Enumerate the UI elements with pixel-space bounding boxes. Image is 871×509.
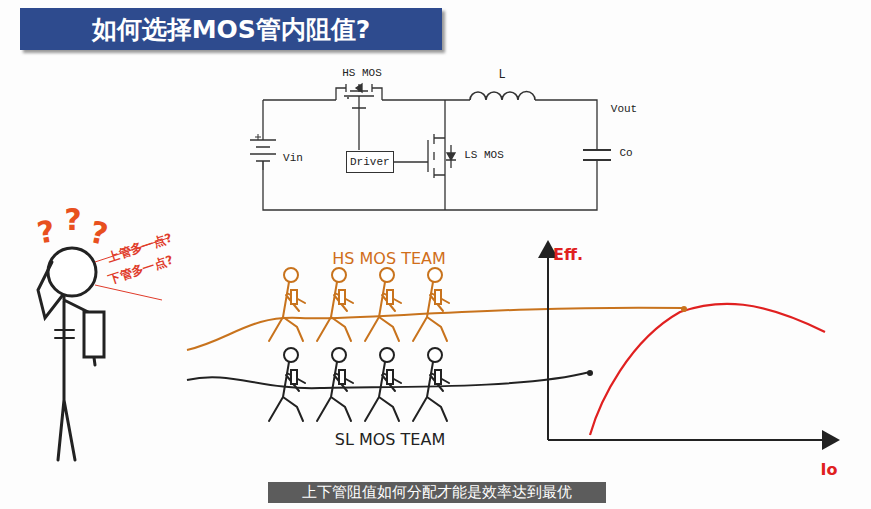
- part-name: LS MOS: [464, 149, 504, 161]
- caption-text: 上下管阻值如何分配才能是效率达到最优: [302, 483, 572, 502]
- runner: [365, 348, 401, 421]
- title-banner: [20, 8, 442, 50]
- question-mark: ?: [64, 202, 81, 237]
- team-name: SL MOS TEAM: [335, 430, 445, 449]
- part-name: L: [498, 68, 505, 82]
- axis-label: Eff.: [553, 245, 583, 264]
- thinking-figure: [38, 248, 104, 460]
- title-text: 如何选择MOS管内阻值?: [92, 13, 371, 46]
- eff-chart: [548, 242, 838, 440]
- runner: [413, 268, 449, 341]
- signal-name: Vout: [611, 103, 637, 115]
- part-name: Co: [619, 147, 632, 159]
- caption-bg: [268, 482, 606, 503]
- driver-box: Driver: [346, 151, 394, 173]
- node-text: Driver: [350, 156, 390, 168]
- runners: [269, 268, 449, 421]
- runner: [317, 348, 353, 421]
- question-mark: ?: [87, 214, 111, 252]
- team-name: HS MOS TEAM: [332, 249, 446, 268]
- axis-label: Io: [821, 460, 838, 479]
- signal-name: Vin: [283, 152, 303, 164]
- question-mark: ?: [34, 213, 57, 250]
- schematic: [250, 84, 611, 210]
- runner: [269, 348, 305, 421]
- runner: [269, 268, 305, 341]
- part-name: HS MOS: [342, 67, 382, 79]
- hs-rope: [187, 308, 685, 350]
- runner: [413, 348, 449, 421]
- runner: [365, 268, 401, 341]
- runner: [317, 268, 353, 341]
